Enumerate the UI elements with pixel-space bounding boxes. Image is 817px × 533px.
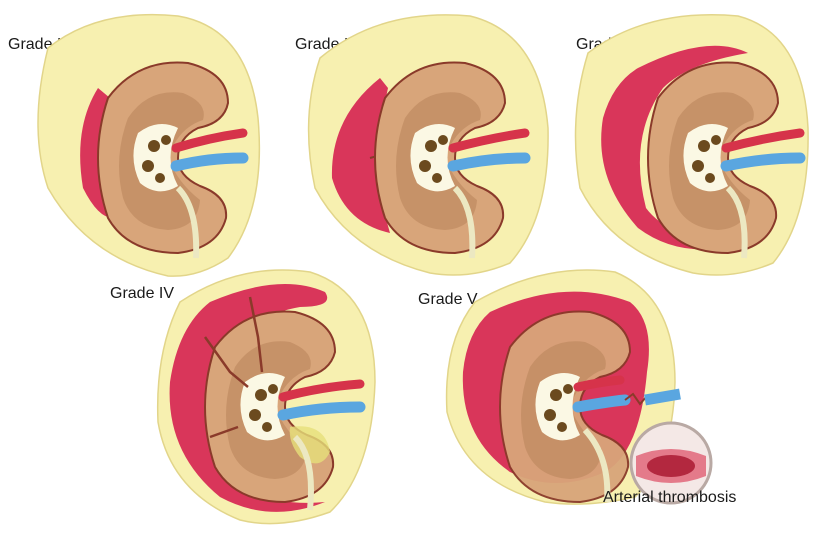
grade-4-kidney-illustration	[150, 262, 390, 530]
grade-3-kidney-illustration	[568, 8, 813, 280]
grade-1-kidney-illustration	[28, 8, 268, 280]
renal-vein	[578, 400, 625, 407]
renal-vein-distal	[645, 394, 680, 400]
arterial-thrombosis-caption: Arterial thrombosis	[603, 489, 736, 507]
grade-2-kidney-illustration	[300, 8, 560, 280]
thrombus	[647, 455, 695, 477]
